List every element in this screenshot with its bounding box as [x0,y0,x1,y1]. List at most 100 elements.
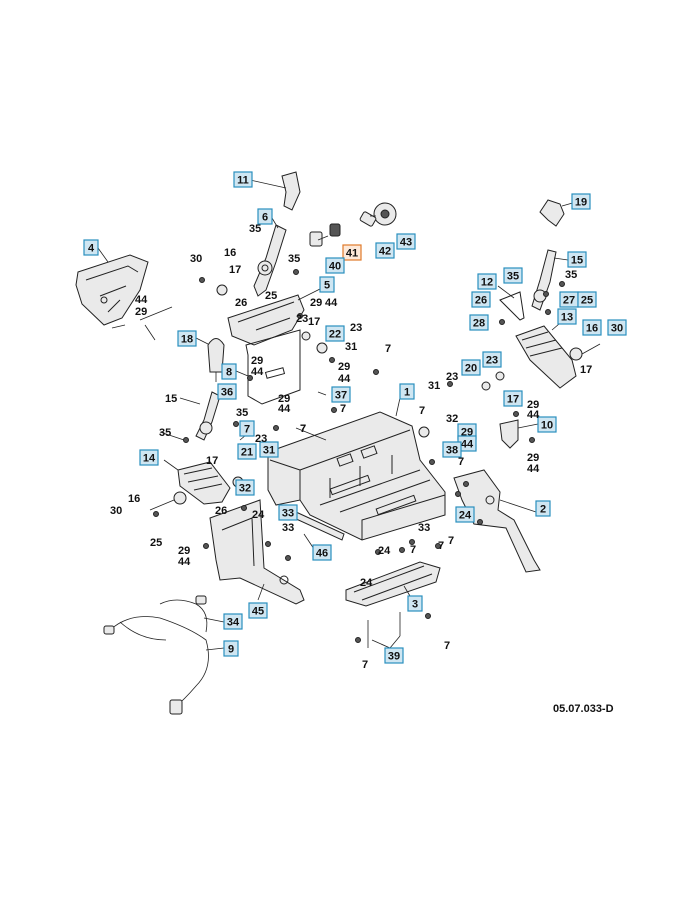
left-bracket-part [209,499,305,605]
part-label: 15 [165,393,177,405]
callout-34[interactable]: 34 [223,613,243,630]
svg-text:14: 14 [143,453,156,465]
callout-31-left[interactable]: 31 [259,441,279,458]
callout-19[interactable]: 19 [571,193,591,210]
part-label: 35 [288,253,300,265]
svg-text:42: 42 [379,246,391,258]
callout-35-right[interactable]: 35 [503,267,523,284]
callout-12[interactable]: 12 [477,273,497,290]
part-label: 29 [135,306,147,318]
callout-43[interactable]: 43 [396,233,416,250]
part-label: 16 [224,247,236,259]
callout-7-left[interactable]: 7 [239,420,255,437]
callout-24-right[interactable]: 24 [455,506,475,523]
part-label: 44 [178,556,191,568]
callout-44-mid[interactable]: 44 [457,435,477,452]
svg-text:6: 6 [262,212,268,224]
callout-22[interactable]: 22 [325,325,345,342]
part-label: 7 [300,423,306,435]
svg-text:46: 46 [316,548,328,560]
callout-45[interactable]: 45 [248,602,268,619]
part-label: 44 [325,297,338,309]
callout-32-left[interactable]: 32 [235,479,255,496]
lower-bracket-part [345,561,441,607]
part-label: 31 [428,380,440,392]
callout-26-right[interactable]: 26 [471,291,491,308]
part-label: 44 [338,373,351,385]
part-label: 24 [360,577,373,589]
callout-41[interactable]: 41 [342,244,362,261]
callout-8[interactable]: 8 [221,363,237,380]
part-label: 44 [135,294,148,306]
callout-28[interactable]: 28 [469,314,489,331]
svg-text:28: 28 [473,318,485,330]
callout-39[interactable]: 39 [384,647,404,664]
part-label: 29 [338,361,350,373]
part-label: 7 [458,456,464,468]
svg-text:23: 23 [486,355,498,367]
callout-1[interactable]: 1 [399,383,415,400]
part-label: 23 [350,322,362,334]
callout-23-right[interactable]: 23 [482,351,502,368]
callout-5[interactable]: 5 [319,276,335,293]
svg-text:24: 24 [459,510,472,522]
part-label: 29 [527,399,539,411]
part-label: 29 [278,393,290,405]
callout-33-left[interactable]: 33 [278,504,298,521]
part-label: 44 [278,403,291,415]
part-label: 31 [345,341,357,353]
callout-40[interactable]: 40 [325,257,345,274]
callout-2[interactable]: 2 [535,500,551,517]
callout-15-right[interactable]: 15 [567,251,587,268]
callout-25-right[interactable]: 25 [577,291,597,308]
svg-text:25: 25 [581,295,593,307]
callout-3[interactable]: 3 [407,595,423,612]
callout-37[interactable]: 37 [331,386,351,403]
callout-16-right[interactable]: 16 [582,319,602,336]
callout-30-right[interactable]: 30 [607,319,627,336]
callout-17-right[interactable]: 17 [503,390,523,407]
callout-27[interactable]: 27 [559,291,579,308]
switch-part [309,231,323,247]
right-pedal-part [515,325,577,389]
callout-42[interactable]: 42 [375,242,395,259]
callout-13[interactable]: 13 [557,308,577,325]
callout-36[interactable]: 36 [217,383,237,400]
svg-text:44: 44 [461,439,474,451]
callout-6[interactable]: 6 [257,208,273,225]
svg-text:31: 31 [263,445,275,457]
part-label: 7 [448,535,454,547]
part-label: 26 [235,297,247,309]
callout-46[interactable]: 46 [312,544,332,561]
callout-14[interactable]: 14 [139,449,159,466]
callout-9[interactable]: 9 [223,640,239,657]
part-label: 44 [527,409,540,421]
callout-11[interactable]: 11 [233,171,253,188]
part-label: 35 [236,407,248,419]
part-label: 16 [128,493,140,505]
callout-21[interactable]: 21 [237,443,257,460]
callout-18[interactable]: 18 [177,330,197,347]
svg-text:20: 20 [465,363,477,375]
part-label: 17 [308,316,320,328]
svg-text:8: 8 [226,367,232,379]
callout-20[interactable]: 20 [461,359,481,376]
part-label: 32 [446,413,458,425]
callout-10[interactable]: 10 [537,416,557,433]
svg-text:38: 38 [446,445,458,457]
callout-4[interactable]: 4 [83,239,99,256]
callout-38[interactable]: 38 [442,441,462,458]
part-label: 29 [527,452,539,464]
figure-reference-code: 05.07.033-D [553,703,614,715]
svg-text:22: 22 [329,329,341,341]
part-label: 33 [282,522,294,534]
svg-text:12: 12 [481,277,493,289]
part-label: 7 [340,403,346,415]
svg-text:3: 3 [412,599,418,611]
upper-lever-part [253,224,287,297]
part-label: 7 [362,659,368,671]
part-label: 7 [438,540,444,552]
part-label: 23 [446,371,458,383]
svg-text:4: 4 [88,243,95,255]
